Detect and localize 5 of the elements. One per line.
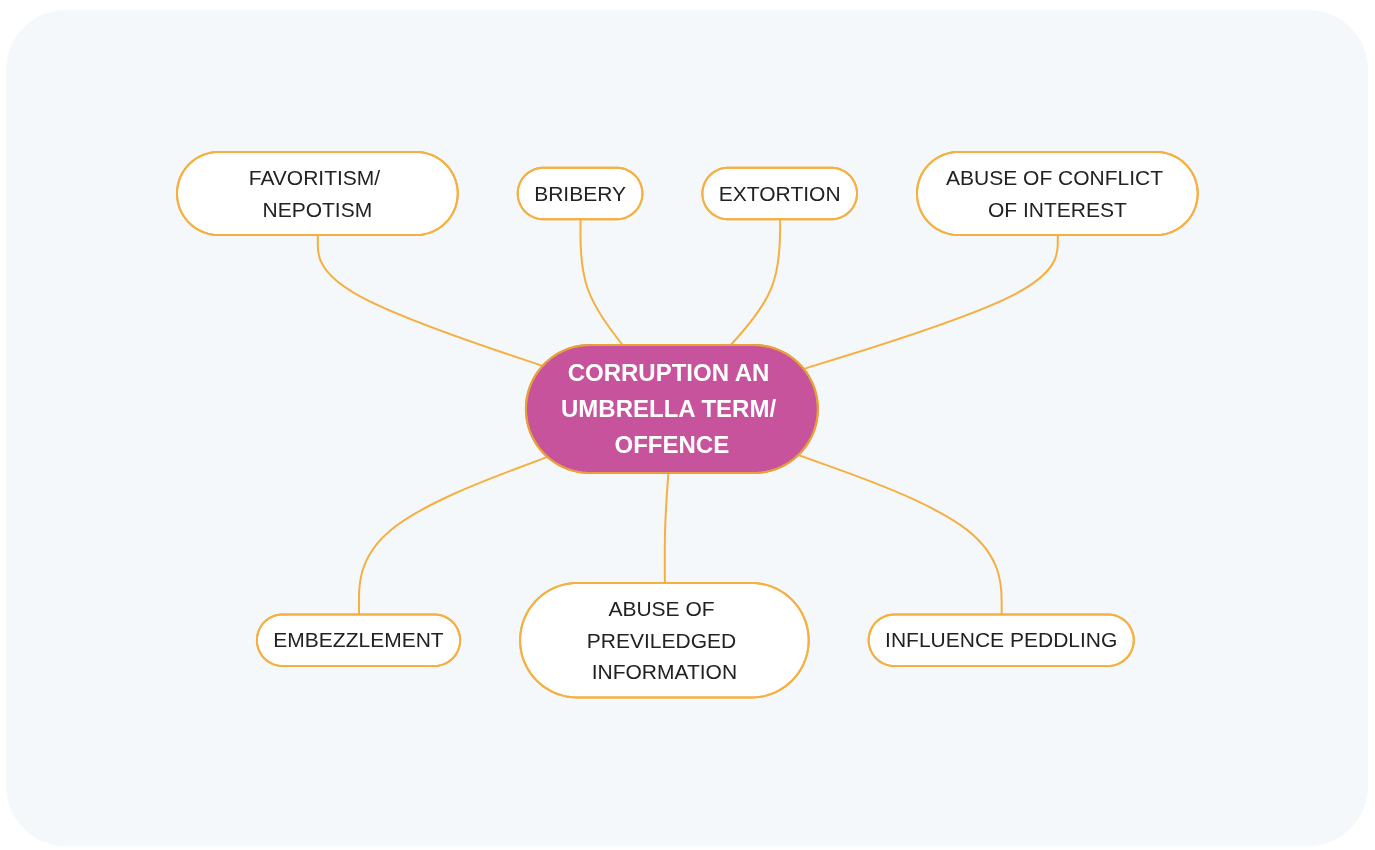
connector — [663, 472, 670, 585]
connector — [579, 219, 625, 347]
connector — [316, 234, 545, 368]
connector — [729, 219, 782, 347]
connector — [803, 234, 1059, 371]
